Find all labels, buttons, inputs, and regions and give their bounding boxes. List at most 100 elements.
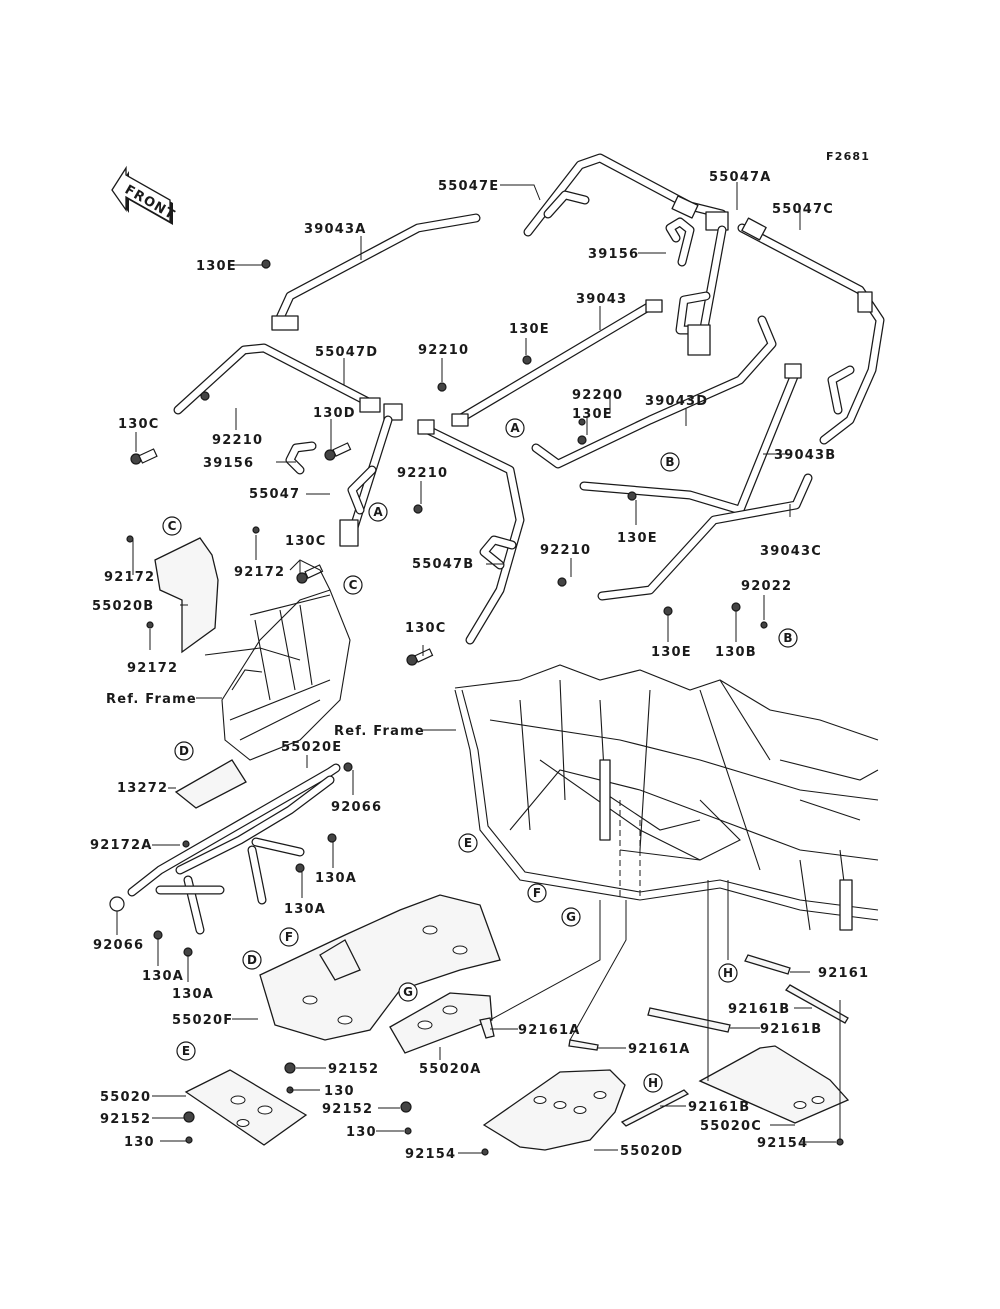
ref-marker-h: H [718, 963, 738, 983]
part-label[interactable]: 130A [284, 902, 326, 917]
part-label[interactable]: 130 [124, 1135, 155, 1150]
ref-marker-g: G [398, 982, 418, 1002]
part-label[interactable]: 92210 [397, 466, 448, 481]
svg-text:D: D [179, 744, 189, 758]
ref-marker-f: F [279, 927, 299, 947]
plate-13272 [174, 759, 247, 809]
ref-marker-d: D [242, 950, 262, 970]
part-label[interactable]: 130 [324, 1084, 355, 1099]
part-label[interactable]: 92172A [90, 838, 153, 853]
part-label[interactable]: 92152 [100, 1112, 151, 1127]
part-label[interactable]: 92172 [234, 565, 285, 580]
part-label[interactable]: 92210 [540, 543, 591, 558]
part-label[interactable]: 92161A [518, 1023, 581, 1038]
ref-marker-f: F [527, 883, 547, 903]
svg-text:H: H [723, 966, 733, 980]
part-label[interactable]: 92152 [322, 1102, 373, 1117]
part-label[interactable]: 13272 [117, 781, 168, 796]
svg-text:D: D [247, 953, 257, 967]
part-label[interactable]: 92022 [741, 579, 792, 594]
part-label[interactable]: 39043A [304, 222, 367, 237]
part-label[interactable]: 39043D [645, 394, 708, 409]
part-label[interactable]: 130C [118, 417, 159, 432]
figure-id: F2681 [826, 150, 870, 163]
part-label[interactable]: 55047 [249, 487, 300, 502]
reference-markers: A A B B C C D D E E F F G G H H [162, 418, 798, 1093]
part-label[interactable]: 92161B [760, 1022, 822, 1037]
roll-cage-tubes [173, 153, 885, 645]
svg-text:H: H [648, 1076, 658, 1090]
part-label[interactable]: 55047A [709, 170, 772, 185]
part-label[interactable]: 55020D [620, 1144, 683, 1159]
part-label[interactable]: 130E [572, 407, 613, 422]
ref-frame-label-left: Ref. Frame [106, 692, 197, 707]
part-label[interactable]: 55020E [281, 740, 342, 755]
part-label[interactable]: 130A [142, 969, 184, 984]
ref-frame-label-right: Ref. Frame [334, 724, 425, 739]
svg-text:C: C [349, 578, 358, 592]
part-label[interactable]: 55047B [412, 557, 474, 572]
ref-marker-a: A [368, 502, 388, 522]
front-arrow-icon: FRONT [111, 165, 178, 225]
svg-text:C: C [168, 519, 177, 533]
ref-marker-c: C [343, 575, 363, 595]
part-label[interactable]: 39043C [760, 544, 822, 559]
part-label[interactable]: 130E [617, 531, 658, 546]
part-label[interactable]: 130A [315, 871, 357, 886]
part-label[interactable]: 92172 [127, 661, 178, 676]
main-frame [454, 664, 879, 931]
ref-marker-e: E [458, 833, 478, 853]
part-labels: 39043A 130E 55047E 55047A 55047C 39156 3… [90, 170, 869, 1162]
part-label[interactable]: 39043 [576, 292, 627, 307]
part-label[interactable]: 55020 [100, 1090, 151, 1105]
part-label[interactable]: 92161B [688, 1100, 750, 1115]
part-label[interactable]: 55047D [315, 345, 378, 360]
part-label[interactable]: 130 [346, 1125, 377, 1140]
front-frame [204, 559, 351, 761]
skid-plates [184, 894, 850, 1151]
part-label[interactable]: 55020F [172, 1013, 233, 1028]
part-label[interactable]: 55020C [700, 1119, 762, 1134]
part-label[interactable]: 130C [285, 534, 326, 549]
ref-marker-g: G [561, 907, 581, 927]
ref-marker-b: B [778, 628, 798, 648]
svg-text:E: E [182, 1044, 190, 1058]
part-label[interactable]: 92161A [628, 1042, 691, 1057]
part-label[interactable]: 92210 [418, 343, 469, 358]
part-label[interactable]: 55047E [438, 179, 499, 194]
ref-marker-e: E [176, 1041, 196, 1061]
part-label[interactable]: 55020A [419, 1062, 482, 1077]
part-label[interactable]: 92200 [572, 388, 623, 403]
svg-text:E: E [464, 836, 472, 850]
svg-text:F: F [533, 886, 541, 900]
part-label[interactable]: 92066 [93, 938, 144, 953]
ref-marker-a: A [505, 418, 525, 438]
part-label[interactable]: 55020B [92, 599, 154, 614]
bumper-55020E [109, 762, 353, 957]
part-label[interactable]: 130E [651, 645, 692, 660]
guard-55020B [154, 537, 219, 654]
part-label[interactable]: 130D [313, 406, 356, 421]
part-label[interactable]: 92161 [818, 966, 869, 981]
part-label[interactable]: 130B [715, 645, 757, 660]
part-label[interactable]: 92161B [728, 1002, 790, 1017]
ref-marker-h: H [643, 1073, 663, 1093]
part-label[interactable]: 39043B [774, 448, 836, 463]
part-label[interactable]: 55047C [772, 202, 834, 217]
part-label[interactable]: 92154 [405, 1147, 456, 1162]
svg-text:B: B [783, 631, 792, 645]
part-label[interactable]: 130A [172, 987, 214, 1002]
part-label[interactable]: 92152 [328, 1062, 379, 1077]
part-label[interactable]: 92154 [757, 1136, 808, 1151]
ref-marker-d: D [174, 741, 194, 761]
part-label[interactable]: 130E [509, 322, 550, 337]
part-label[interactable]: 130C [405, 621, 446, 636]
part-label[interactable]: 130E [196, 259, 237, 274]
part-label[interactable]: 92210 [212, 433, 263, 448]
ref-marker-c: C [162, 516, 182, 536]
part-label[interactable]: 39156 [203, 456, 254, 471]
part-label[interactable]: 39156 [588, 247, 639, 262]
part-label[interactable]: 92066 [331, 800, 382, 815]
part-label[interactable]: 92172 [104, 570, 155, 585]
